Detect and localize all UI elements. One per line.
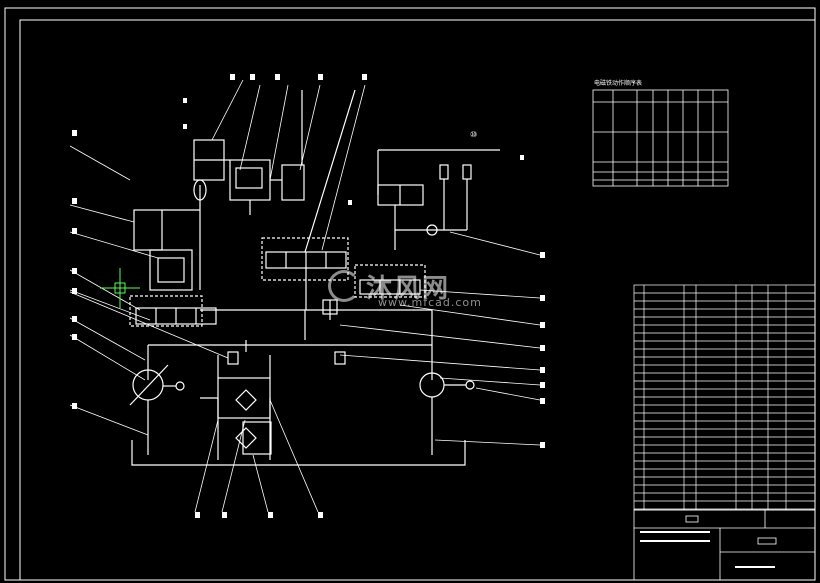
watermark-text: 沐风网: [366, 274, 451, 304]
watermark-url: www.mfcad.com: [378, 296, 482, 309]
filter-block: [217, 377, 271, 419]
hydraulic-circuit: [129, 89, 500, 466]
watermark-logo-icon: [328, 270, 360, 302]
parts-list-table: [633, 284, 816, 511]
left-motor-valve: [149, 249, 193, 291]
table-title: 电磁铁动作顺序表: [594, 80, 643, 87]
leader-lines-left: [69, 145, 229, 436]
leader-lines-top: [211, 79, 366, 251]
callout-markers: [72, 74, 545, 518]
cursor-crosshair: [100, 268, 140, 308]
title-block: [633, 509, 816, 581]
leader-lines-right: [339, 231, 541, 446]
title-block-text-marks: [640, 531, 775, 568]
left-cylinder: [133, 209, 163, 251]
relief-valve: [281, 164, 305, 201]
sequence-table: [592, 89, 729, 187]
oil-tank: [131, 440, 466, 466]
watermark: 沐风网 www.mfcad.com: [328, 268, 481, 309]
top-note-label: ⑩: [470, 130, 478, 139]
center-valve-dashed: [261, 237, 349, 281]
leader-lines-bottom: [194, 399, 319, 513]
